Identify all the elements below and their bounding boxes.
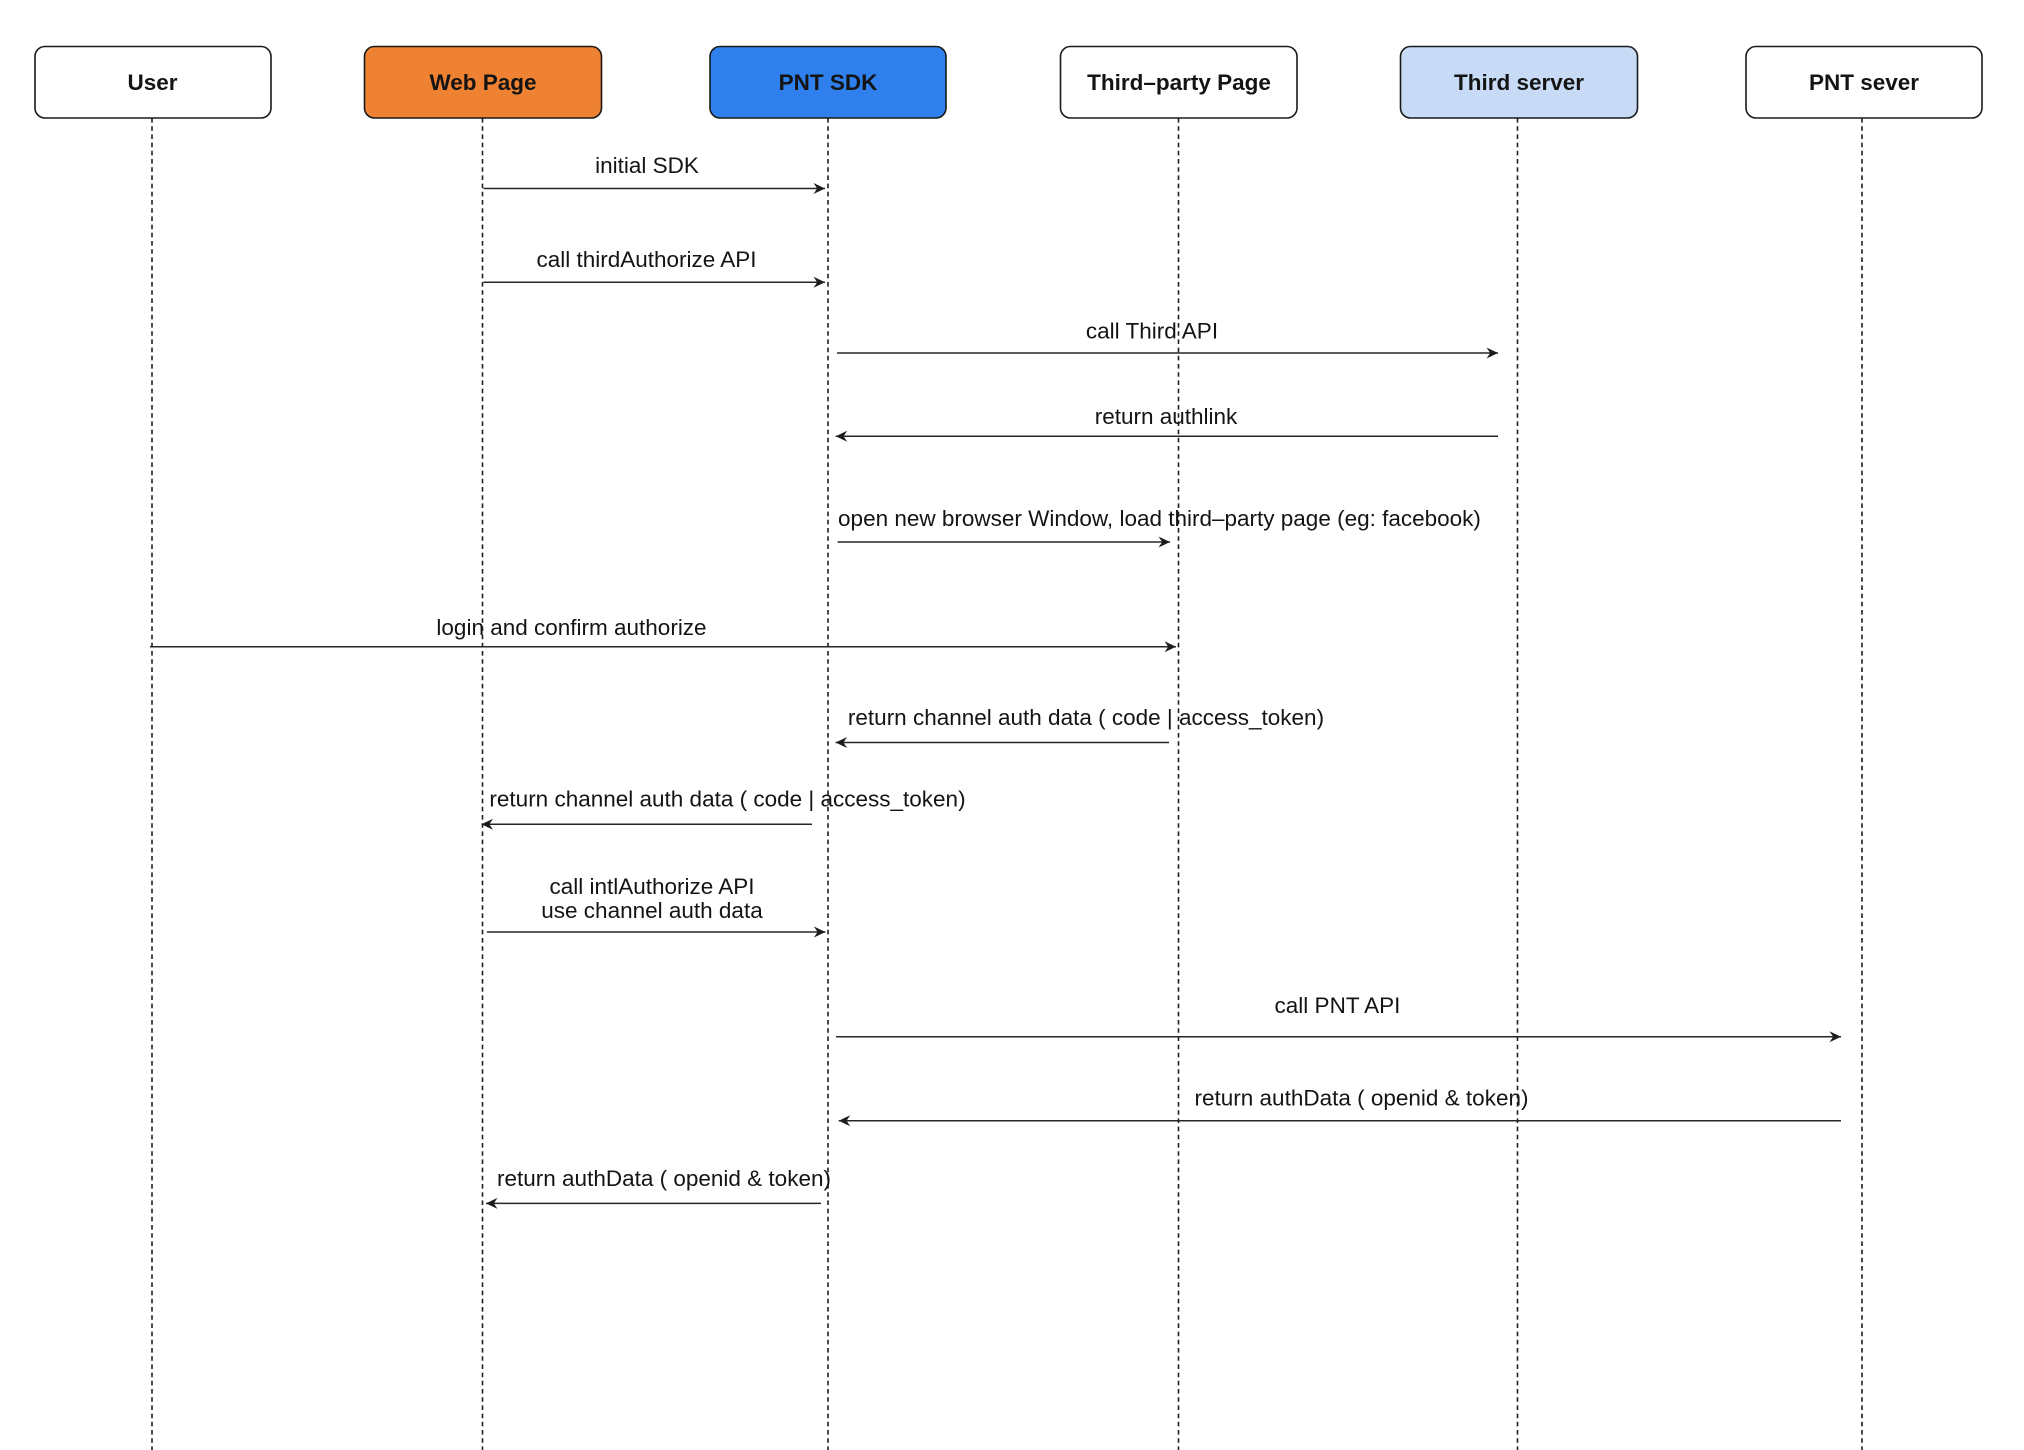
svg-text:return channel auth data ( cod: return channel auth data ( code | access… (489, 787, 965, 812)
svg-text:return authData ( openid & tok: return authData ( openid & token) (1195, 1086, 1529, 1111)
svg-text:call thirdAuthorize API: call thirdAuthorize API (536, 247, 756, 272)
svg-text:return authData ( openid & tok: return authData ( openid & token) (497, 1166, 831, 1191)
svg-text:return channel auth data ( cod: return channel auth data ( code | access… (848, 705, 1324, 730)
svg-text:PNT sever: PNT sever (1809, 70, 1919, 95)
svg-text:open new browser Window, load: open new browser Window, load third–part… (838, 506, 1481, 531)
svg-text:login and confirm authorize: login and confirm authorize (436, 615, 706, 640)
svg-text:call Third API: call Third API (1086, 319, 1218, 344)
svg-text:Third server: Third server (1454, 70, 1584, 95)
svg-text:return authlink: return authlink (1095, 404, 1238, 429)
svg-text:use channel auth data: use channel auth data (541, 898, 763, 923)
svg-text:initial SDK: initial SDK (595, 153, 699, 178)
svg-text:User: User (127, 70, 177, 95)
svg-text:PNT SDK: PNT SDK (779, 70, 879, 95)
svg-text:call PNT API: call PNT API (1275, 993, 1401, 1018)
svg-text:Third–party Page: Third–party Page (1087, 70, 1271, 95)
svg-text:Web Page: Web Page (429, 70, 536, 95)
svg-text:call intlAuthorize API: call intlAuthorize API (549, 874, 754, 899)
